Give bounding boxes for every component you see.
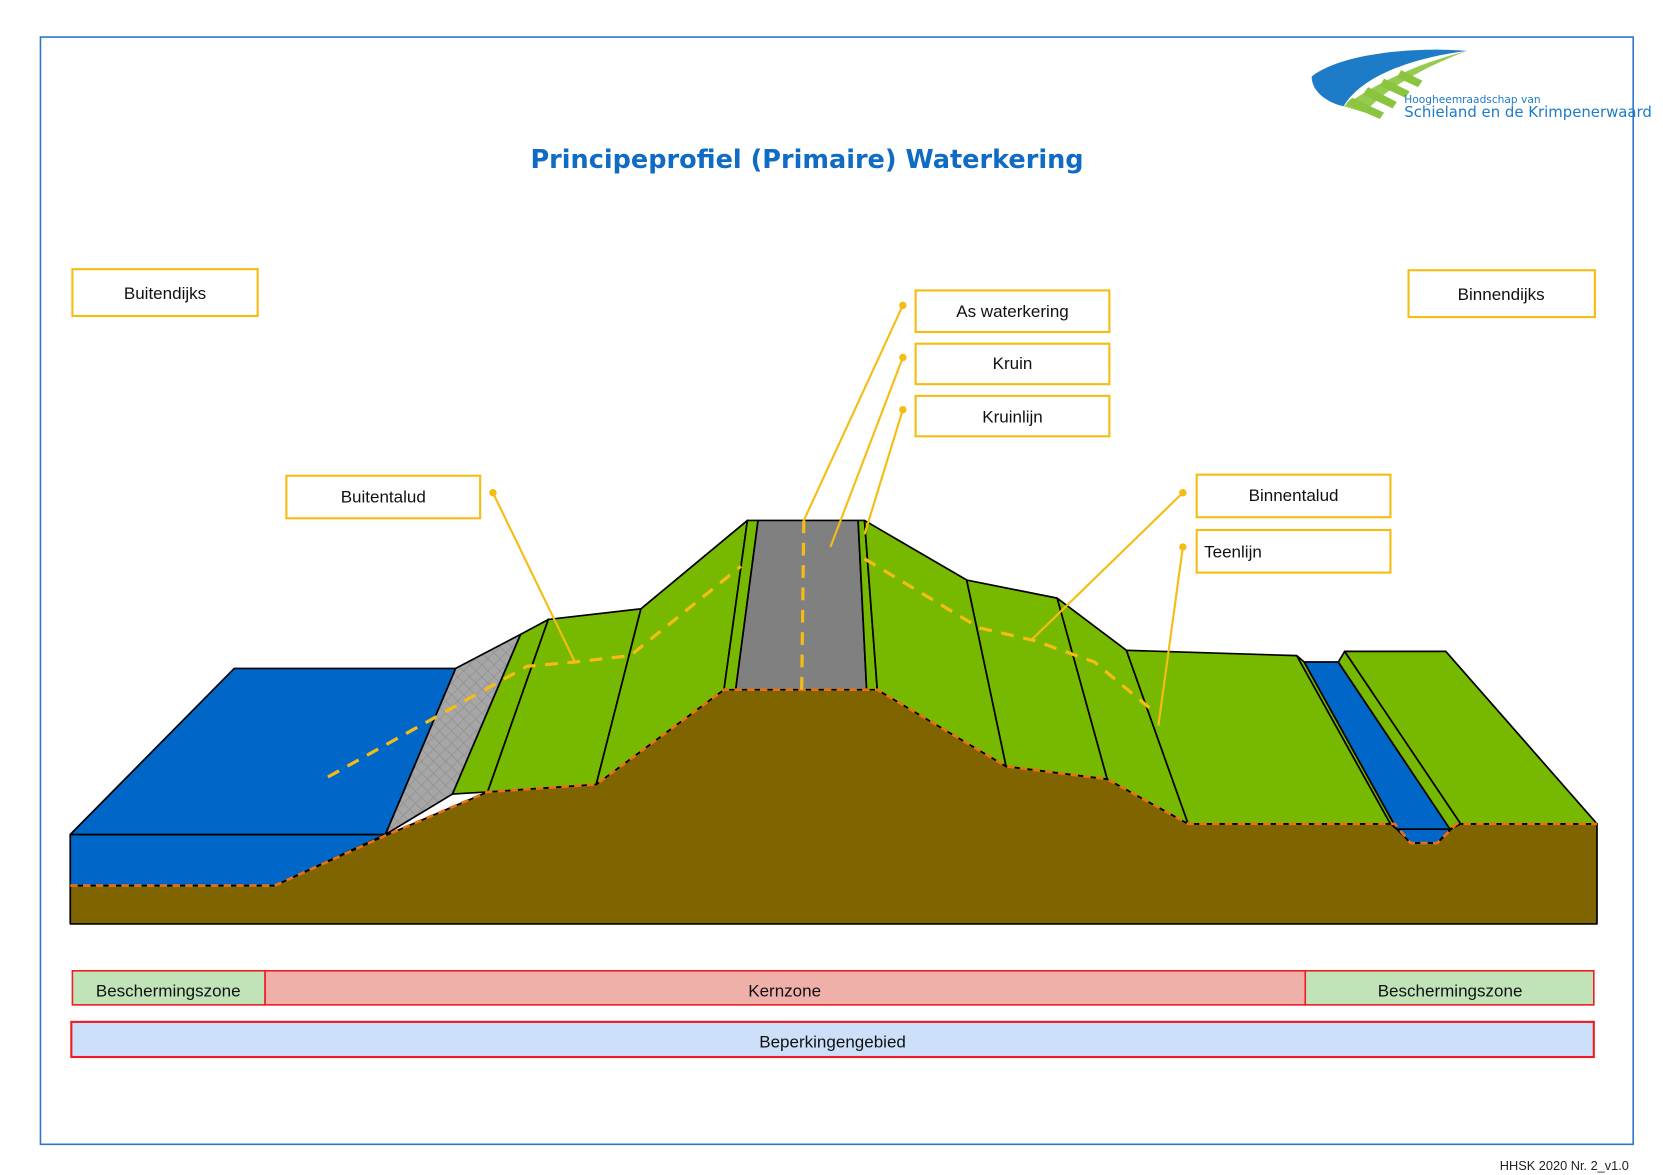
zone-kernzone bbox=[264, 969, 1307, 1006]
label-text: Kruin bbox=[993, 354, 1033, 373]
leader-lines bbox=[489, 301, 1187, 727]
leader-teenlijn bbox=[1157, 546, 1184, 727]
dike-logo-icon bbox=[1311, 49, 1468, 120]
label-text: Binnentalud bbox=[1249, 486, 1339, 505]
label-teenlijn: Teenlijn bbox=[1195, 528, 1392, 574]
zone-label: Beschermingszone bbox=[96, 981, 241, 1000]
label-binnendijks: Binnendijks bbox=[1407, 269, 1596, 319]
far-field bbox=[1343, 650, 1598, 825]
label-text: Teenlijn bbox=[1204, 543, 1262, 562]
label-text: Kruinlijn bbox=[982, 407, 1043, 426]
zone-beschermingszone-right bbox=[1304, 969, 1595, 1006]
leader-dot bbox=[899, 405, 907, 414]
page-title: Principeprofiel (Primaire) Waterkering bbox=[530, 145, 1083, 175]
logo-line-2: Schieland en de Krimpenerwaard bbox=[1404, 103, 1652, 121]
zone-beschermingszone-left bbox=[71, 969, 266, 1006]
ground-line bbox=[70, 688, 1597, 887]
document-code: HHSK 2020 Nr. 2_v1.0 bbox=[1500, 1158, 1629, 1173]
zone-beperkingengebied bbox=[70, 1020, 1595, 1059]
dike-cross-section bbox=[69, 519, 1598, 925]
zone-label: Kernzone bbox=[748, 981, 821, 1000]
leader-kruinlijn bbox=[863, 409, 904, 535]
label-kruin: Kruin bbox=[914, 342, 1111, 386]
label-text: Buitentalud bbox=[341, 487, 426, 506]
label-buitendijks: Buitendijks bbox=[71, 268, 259, 318]
leader-binnentalud bbox=[1029, 491, 1184, 642]
label-as-waterkering: As waterkering bbox=[914, 289, 1111, 334]
leader-dot bbox=[1179, 543, 1187, 551]
label-binnentalud: Binnentalud bbox=[1195, 473, 1392, 519]
zone-label: Beperkingengebied bbox=[759, 1032, 906, 1051]
organization-logo: Hoogheemraadschap van Schieland en de Kr… bbox=[1311, 49, 1652, 121]
axis-dashed-line bbox=[800, 520, 806, 690]
label-text: As waterkering bbox=[956, 302, 1069, 321]
zone-bars: Beschermingszone Kernzone Beschermingszo… bbox=[70, 969, 1595, 1059]
leader-dot bbox=[489, 489, 497, 497]
leader-dot bbox=[899, 353, 907, 362]
label-buitentalud: Buitentalud bbox=[285, 474, 482, 520]
leader-as-waterkering bbox=[802, 304, 904, 521]
zone-label: Beschermingszone bbox=[1378, 981, 1523, 1000]
label-text: Binnendijks bbox=[1458, 285, 1545, 304]
profile-dashed-line-inner bbox=[863, 557, 1153, 712]
leader-kruin bbox=[829, 357, 904, 548]
leader-dot bbox=[1179, 489, 1187, 497]
logo-line-1: Hoogheemraadschap van bbox=[1404, 93, 1540, 106]
leader-dot bbox=[899, 301, 907, 310]
leader-buitentalud bbox=[491, 492, 576, 663]
label-text: Buitendijks bbox=[124, 284, 206, 303]
label-kruinlijn: Kruinlijn bbox=[914, 394, 1111, 438]
